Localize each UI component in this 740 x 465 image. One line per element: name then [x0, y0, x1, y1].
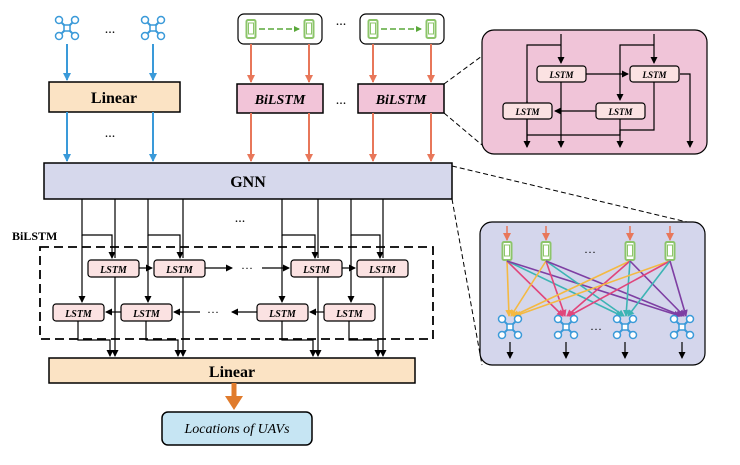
down-arrow-icon [225, 396, 243, 410]
lstm-cell: LSTM [290, 259, 343, 278]
svg-text:LSTM: LSTM [548, 70, 574, 80]
lstm-cell: LSTM [356, 259, 409, 278]
bilstm-group-label: BiLSTM [12, 229, 57, 243]
bilstm-block [357, 83, 445, 114]
svg-text:LSTM: LSTM [607, 107, 633, 117]
gnn-label: GNN [230, 174, 266, 191]
ellipsis: ... [105, 126, 116, 141]
lstm-cell: LSTM [256, 303, 309, 322]
ellipsis: ··· [207, 305, 219, 319]
sensor-icon [624, 241, 636, 261]
sensor-icon [540, 241, 552, 261]
sensor-pair-icon [359, 13, 445, 45]
lstm-cell: LSTM [502, 102, 553, 120]
bilstm-label: BiLSTM [254, 93, 306, 108]
linear-top-label: Linear [91, 90, 137, 107]
svg-text:LSTM: LSTM [368, 265, 397, 276]
lstm-cell: LSTM [536, 65, 587, 83]
sensor-icon [501, 241, 513, 261]
lstm-cell: LSTM [153, 259, 206, 278]
bilstm-group-box [39, 246, 434, 340]
ellipsis: ... [336, 93, 347, 108]
linear-bottom-block [48, 357, 416, 384]
svg-text:LSTM: LSTM [64, 309, 93, 320]
drone-icon [54, 15, 80, 41]
ellipsis: ··· [590, 322, 602, 336]
svg-text:LSTM: LSTM [268, 309, 297, 320]
lstm-cell: LSTM [595, 102, 646, 120]
svg-text:LSTM: LSTM [165, 265, 194, 276]
ellipsis: ... [105, 22, 116, 37]
drone-icon [140, 15, 166, 41]
linear-top-block [48, 81, 181, 113]
bilstm-block [236, 83, 324, 114]
linear-bottom-label: Linear [209, 364, 255, 381]
gnn-block [43, 162, 453, 200]
lstm-cell: LSTM [87, 259, 140, 278]
output-box [161, 411, 313, 446]
lstm-cell: LSTM [52, 303, 105, 322]
lstm-cell: LSTM [120, 303, 173, 322]
svg-text:LSTM: LSTM [99, 265, 128, 276]
svg-text:LSTM: LSTM [641, 70, 667, 80]
ellipsis: ··· [584, 245, 596, 259]
ellipsis: ... [336, 14, 347, 29]
sensor-icon [664, 241, 676, 261]
lstm-cell: LSTM [629, 65, 680, 83]
svg-text:LSTM: LSTM [132, 309, 161, 320]
svg-text:LSTM: LSTM [335, 309, 364, 320]
ellipsis: ... [235, 211, 246, 226]
svg-text:LSTM: LSTM [514, 107, 540, 117]
bilstm-label: BiLSTM [375, 93, 427, 108]
lstm-cell: LSTM [323, 303, 376, 322]
ellipsis: ··· [241, 261, 253, 275]
output-label: Locations of UAVs [183, 422, 290, 437]
svg-text:LSTM: LSTM [302, 265, 331, 276]
sensor-pair-icon [237, 13, 323, 45]
